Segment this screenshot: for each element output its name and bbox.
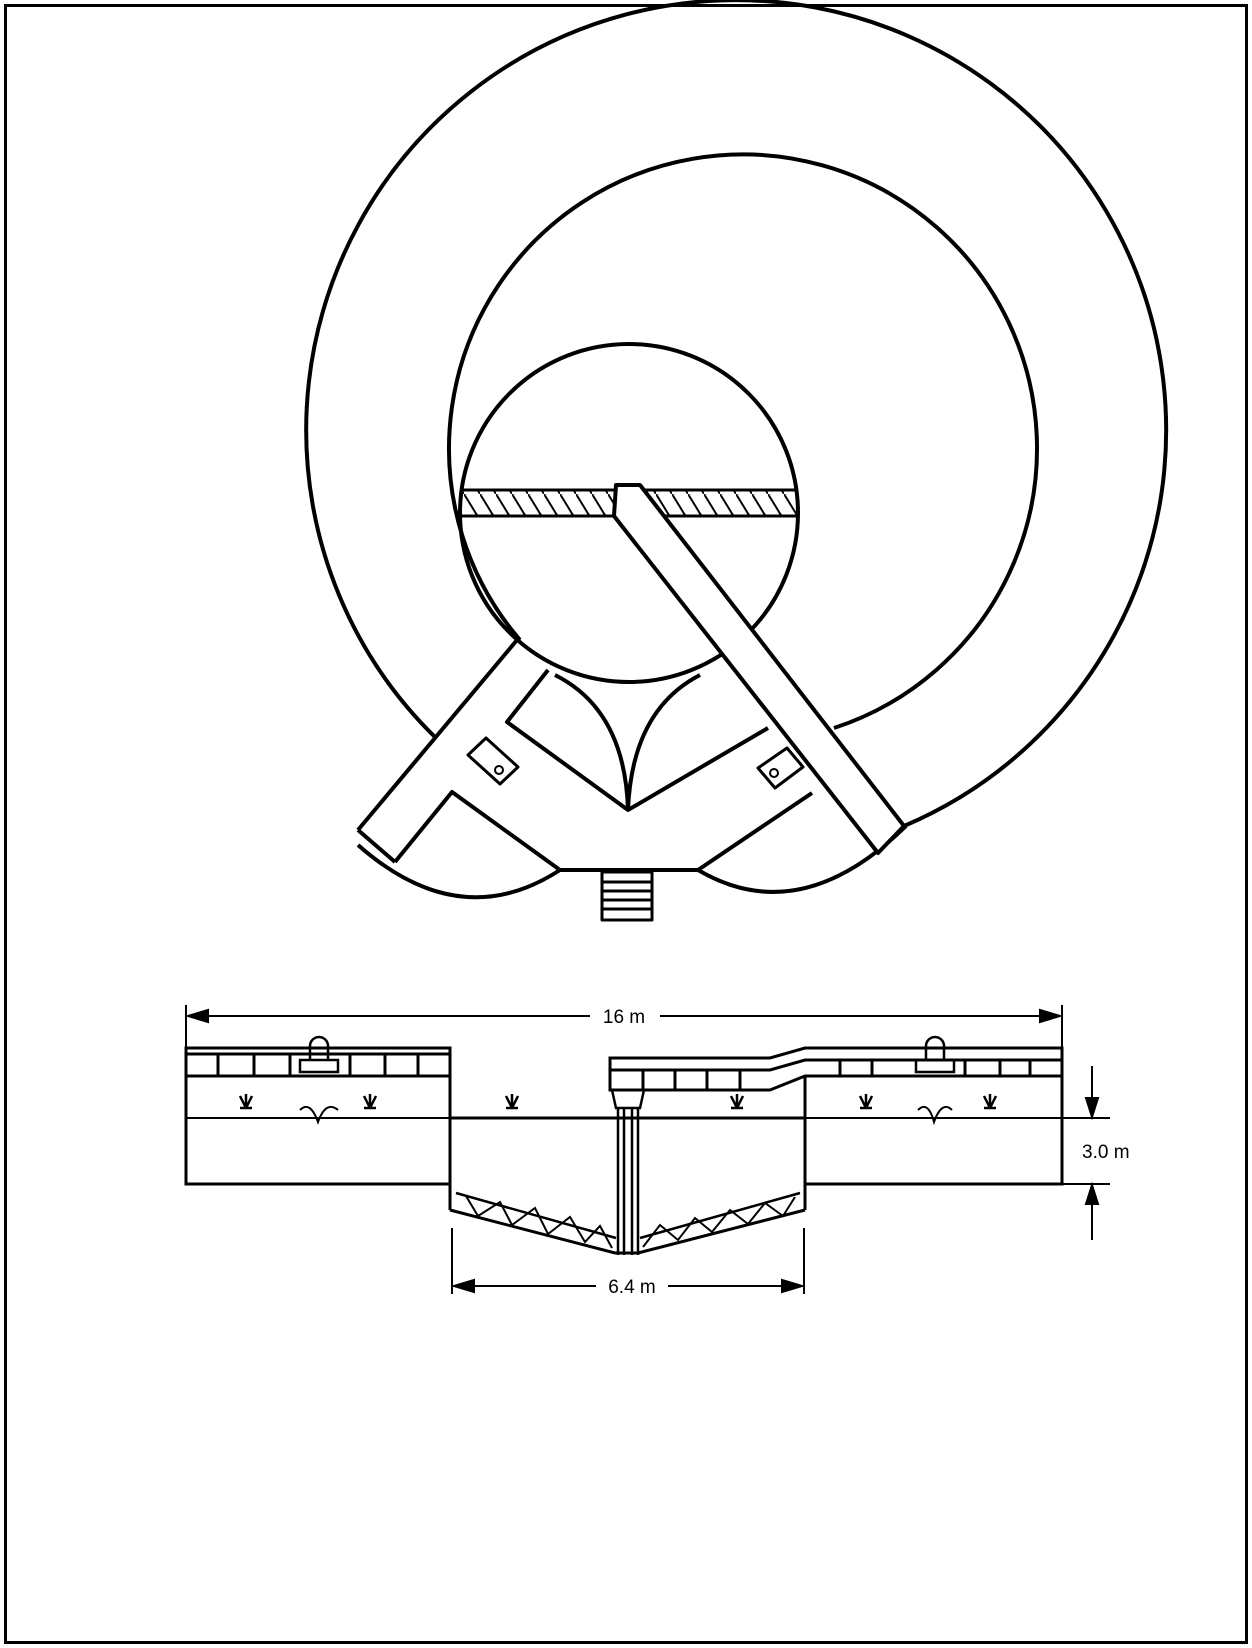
cusp-left <box>554 673 630 811</box>
overall-width-label: 16 m <box>603 1007 645 1028</box>
right-walkway-joints <box>610 1058 1062 1090</box>
right-equipment-box <box>756 746 805 790</box>
outer-wall <box>304 0 1169 828</box>
left-equipment-box <box>466 736 520 786</box>
middle-wall <box>447 152 1040 730</box>
left-channel-edge <box>356 828 397 864</box>
left-walkway-joints <box>186 1052 450 1076</box>
diagonal-bridge <box>612 483 906 855</box>
left-channel-inner <box>505 668 770 812</box>
overall-width-dimension <box>184 1005 1064 1048</box>
right-bank <box>803 1076 1064 1186</box>
vegetation <box>238 1094 998 1126</box>
right-channel-lower <box>696 791 814 872</box>
depth-dimension <box>1062 1066 1110 1240</box>
depth-label: 3.0 m <box>1082 1142 1130 1163</box>
left-channel-lower <box>393 790 562 872</box>
cusp-right <box>626 673 701 811</box>
outlet-stairs <box>600 870 654 922</box>
figure-frame <box>4 4 1248 1644</box>
left-lamp <box>298 1035 340 1074</box>
scraper-truss <box>449 1191 806 1255</box>
left-channel <box>356 638 519 832</box>
right-lamp <box>914 1035 956 1074</box>
center-column <box>610 1088 646 1255</box>
bottom-width-label: 6.4 m <box>608 1277 656 1298</box>
plan-view <box>304 0 1169 922</box>
left-bank <box>184 1048 452 1186</box>
bottom-width-dimension <box>450 1228 806 1294</box>
section-view <box>184 1005 1110 1294</box>
bottom-lobe-left <box>356 843 562 900</box>
